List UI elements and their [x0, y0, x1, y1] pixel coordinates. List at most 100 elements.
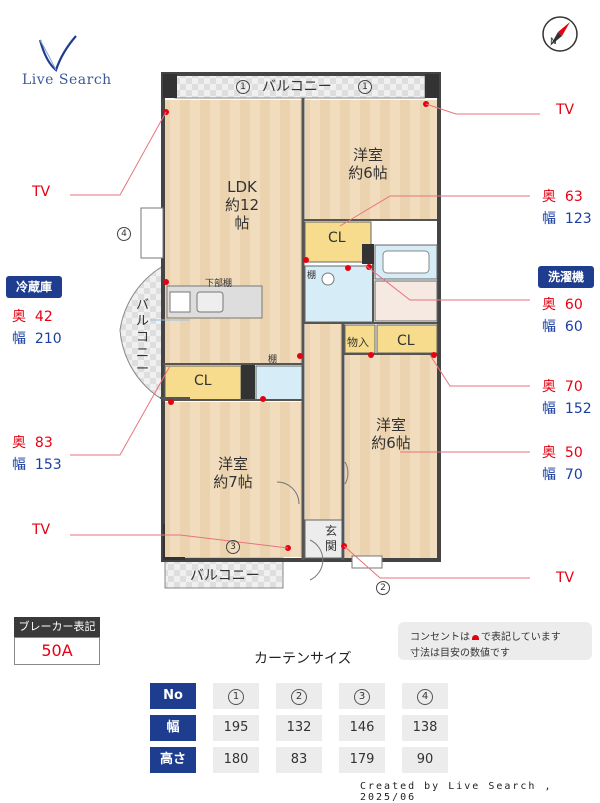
curtain-width-cell: 138	[402, 715, 448, 741]
room-e	[345, 355, 437, 558]
depth-value: 60	[564, 297, 583, 313]
closet-e-label: CL	[397, 333, 415, 349]
depth-value: 70	[564, 379, 583, 395]
closet-e-dimensions: 奥 70 幅 152	[542, 376, 592, 420]
width-label: 幅	[542, 401, 556, 417]
width-label: 幅	[12, 457, 26, 473]
entrance-label: 玄関	[325, 524, 338, 553]
room-ne-size: 約6帖	[348, 164, 388, 182]
curtain-header-width: 幅	[150, 715, 196, 741]
tv-callout-bottom-left: TV	[32, 522, 51, 538]
balcony-side-label: バルコニー	[136, 298, 150, 377]
curtain-number: 1	[228, 689, 244, 705]
shelf-label-2: 棚	[268, 355, 278, 365]
width-label: 幅	[542, 467, 556, 483]
tv-callout-left: TV	[32, 184, 51, 200]
closet-sw	[164, 365, 242, 401]
room-ne	[305, 100, 437, 220]
depth-value: 63	[564, 189, 583, 205]
footer-credit: Created by Live Search , 2025/06	[360, 781, 553, 803]
window-number-1a: 1	[236, 80, 250, 94]
outlet-icon	[472, 635, 479, 640]
room-sw-size: 約7帖	[213, 473, 253, 491]
svg-text:N: N	[550, 37, 557, 47]
curtain-height-cell: 180	[213, 747, 259, 773]
breaker-value: 50A	[14, 637, 100, 665]
curtain-width-cell: 132	[276, 715, 322, 741]
curtain-height-cell: 83	[276, 747, 322, 773]
ldk-name: LDK	[227, 178, 257, 196]
tv-callout-bottom-right: TV	[556, 570, 575, 586]
curtain-number-cell: 2	[276, 683, 322, 709]
room-e-label: 洋室 約6帖	[368, 416, 414, 452]
ldk-size: 約12帖	[224, 196, 260, 232]
window-number-2: 2	[376, 581, 390, 595]
curtain-number: 3	[354, 689, 370, 705]
compass-icon: N	[540, 14, 580, 54]
closet-ne-label: CL	[328, 230, 346, 246]
room-ne-label: 洋室 約6帖	[345, 146, 391, 182]
logo-text: Live Search	[22, 72, 112, 88]
width-value: 210	[34, 331, 62, 347]
curtain-title: カーテンサイズ	[254, 651, 352, 667]
legend-line-1-post: で表記しています	[481, 632, 561, 643]
legend-line-2: 寸法は目安の数値です	[410, 648, 510, 659]
width-label: 幅	[12, 331, 26, 347]
room-e-size: 約6帖	[371, 434, 411, 452]
curtain-number-cell: 4	[402, 683, 448, 709]
room-e-dimensions: 奥 50 幅 70	[542, 442, 583, 486]
balcony-top-label: バルコニー	[262, 79, 332, 95]
shelf-label-1: 棚	[307, 271, 317, 281]
depth-label: 奥	[542, 445, 556, 461]
depth-value: 42	[34, 309, 53, 325]
fridge-badge: 冷蔵庫	[6, 276, 62, 298]
balcony-bottom-label: バルコニー	[190, 568, 260, 584]
room-e-name: 洋室	[375, 416, 406, 434]
washer-badge: 洗濯機	[538, 266, 594, 288]
breaker-label: ブレーカー表記	[14, 617, 100, 637]
window-number-3: 3	[226, 540, 240, 554]
closet-ne-dimensions: 奥 63 幅 123	[542, 186, 592, 230]
room-sw-label: 洋室 約7帖	[210, 455, 256, 491]
curtain-number: 2	[291, 689, 307, 705]
corridor	[305, 324, 343, 520]
depth-label: 奥	[542, 297, 556, 313]
closet-ne	[304, 221, 372, 263]
width-label: 幅	[542, 211, 556, 227]
closet-sw-label: CL	[194, 373, 212, 389]
curtain-header-height: 高さ	[150, 747, 196, 773]
depth-value: 83	[34, 435, 53, 451]
under-shelf-label: 下部棚	[205, 279, 233, 289]
curtain-width-cell: 195	[213, 715, 259, 741]
curtain-number: 4	[417, 689, 433, 705]
width-value: 152	[564, 401, 592, 417]
ldk-room	[165, 100, 303, 364]
window-number-1b: 1	[358, 80, 372, 94]
depth-label: 奥	[542, 189, 556, 205]
shelf-label-3: 棚	[243, 391, 253, 401]
closet-e	[376, 324, 438, 354]
depth-label: 奥	[12, 435, 26, 451]
legend-line-1: コンセントはで表記しています	[410, 628, 561, 643]
balcony-bottom	[164, 557, 284, 589]
legend-line-1-pre: コンセントは	[410, 632, 470, 643]
window-number-4: 4	[117, 227, 131, 241]
washer-dimensions: 奥 60 幅 60	[542, 294, 583, 338]
live-search-logo: Live Search	[22, 32, 112, 92]
balcony-side	[119, 265, 164, 401]
curtain-header-no: No	[150, 683, 196, 709]
storage-label: 物入	[347, 336, 369, 349]
width-value: 60	[564, 319, 583, 335]
closet-sw-dimensions: 奥 83 幅 153	[12, 432, 62, 476]
width-value: 70	[564, 467, 583, 483]
room-ne-name: 洋室	[352, 146, 383, 164]
curtain-width-cell: 146	[339, 715, 385, 741]
width-label: 幅	[542, 319, 556, 335]
curtain-height-cell: 179	[339, 747, 385, 773]
depth-label: 奥	[12, 309, 26, 325]
width-value: 153	[34, 457, 62, 473]
curtain-number-cell: 3	[339, 683, 385, 709]
room-sw	[165, 402, 303, 557]
legend-box: コンセントはで表記しています 寸法は目安の数値です	[398, 622, 592, 660]
width-value: 123	[564, 211, 592, 227]
